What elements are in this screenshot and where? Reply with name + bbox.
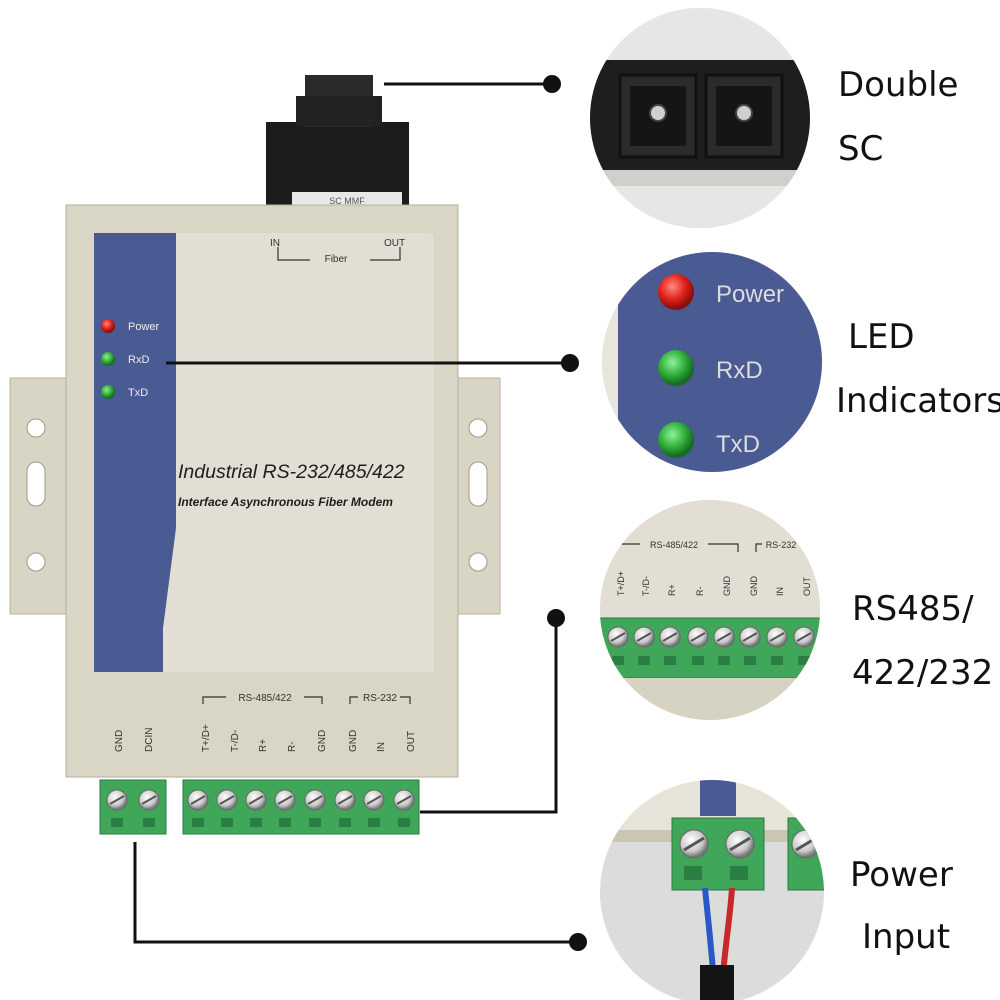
caption-led-line2: Indicators — [836, 381, 1000, 421]
caption-double-sc-line1: Double — [838, 65, 959, 105]
fiber-modem-device: SC MMF IN OUT Fiber Power RxD TxD Indust… — [9, 75, 501, 835]
caption-rs-line2: 422/232 — [852, 653, 994, 693]
device-subtitle: Interface Asynchronous Fiber Modem — [178, 495, 393, 509]
pin-label-tplus: T+/D+ — [201, 724, 212, 752]
rs485-group-label: RS-485/422 — [238, 693, 292, 704]
zoom-rs485-label: RS-485/422 — [650, 540, 698, 550]
zoom-power-label: Power — [716, 281, 784, 308]
zoom-rxd-label: RxD — [716, 357, 763, 384]
pin-label-dcin: DCIN — [144, 728, 155, 752]
caption-led-line1: LED — [848, 317, 915, 357]
fiber-in-label: IN — [270, 238, 280, 249]
leader-dot-led — [561, 354, 579, 372]
led-indicators: Power RxD TxD — [101, 319, 160, 399]
power-led — [101, 319, 115, 333]
zoom-pin-tminus: T-/D- — [641, 576, 651, 596]
signal-terminal-block — [182, 779, 420, 835]
txd-led — [101, 385, 115, 399]
rxd-led — [101, 352, 115, 366]
leader-line-power — [133, 842, 578, 944]
mounting-flange-right — [457, 377, 501, 615]
zoom-pin-gnd-1: GND — [722, 576, 732, 597]
leader-dot-rs — [547, 609, 565, 627]
pin-label-rplus: R+ — [258, 739, 269, 752]
leader-dot-double-sc — [543, 75, 561, 93]
txd-led-label: TxD — [128, 387, 148, 399]
fiber-sticker-text: SC MMF — [329, 196, 365, 206]
caption-power-line1: Power — [850, 855, 953, 895]
zoom-circle-power-input — [600, 780, 824, 1000]
sc-fiber-connector: SC MMF — [266, 75, 409, 208]
zoom-rxd-led — [658, 350, 694, 386]
caption-double-sc-line2: SC — [838, 129, 884, 169]
fiber-out-label: OUT — [384, 238, 405, 249]
power-terminal-block — [99, 779, 167, 835]
leader-line-rs — [420, 618, 558, 814]
zoom-power-led — [658, 274, 694, 310]
zoom-pin-out: OUT — [802, 577, 812, 597]
leader-lines — [133, 82, 578, 944]
zoom-rs232-label: RS-232 — [766, 540, 797, 550]
pin-label-gnd-power: GND — [114, 730, 125, 752]
leader-dots — [543, 75, 587, 951]
pin-labels: GND DCIN T+/D+ T-/D- R+ R- GND GND IN OU… — [114, 724, 417, 752]
zoom-circle-rs-terminals: RS-485/422 RS-232 T+/D+ T-/D- R+ R- GND … — [600, 500, 820, 720]
power-led-label: Power — [128, 321, 160, 333]
zoom-circle-led: Power RxD TxD — [602, 252, 822, 472]
pin-label-gnd-1: GND — [317, 730, 328, 752]
pin-label-tminus: T-/D- — [230, 730, 241, 752]
pin-label-out: OUT — [406, 731, 417, 752]
zoom-pin-in: IN — [775, 587, 785, 596]
panel-blue-stripe — [94, 233, 176, 672]
fiber-label: Fiber — [325, 254, 348, 265]
device-title: Industrial RS-232/485/422 — [178, 461, 405, 483]
fiber-label-group: IN OUT Fiber — [270, 238, 405, 265]
rxd-led-label: RxD — [128, 354, 149, 366]
pin-label-in: IN — [376, 742, 387, 752]
front-panel — [94, 233, 434, 672]
caption-rs-line1: RS485/ — [852, 589, 974, 629]
pin-label-rminus: R- — [287, 741, 298, 752]
mounting-flange-left — [9, 377, 69, 615]
zoom-txd-led — [658, 422, 694, 458]
zoom-pin-gnd-2: GND — [749, 576, 759, 597]
zoom-pin-tplus: T+/D+ — [616, 571, 626, 596]
zoom-txd-label: TxD — [716, 431, 760, 458]
caption-power-line2: Input — [862, 917, 951, 957]
rs232-group-label: RS-232 — [363, 693, 397, 704]
terminal-group-labels: RS-485/422 RS-232 — [202, 693, 411, 704]
leader-dot-power — [569, 933, 587, 951]
zoom-pin-rminus: R- — [695, 587, 705, 597]
zoom-pin-rplus: R+ — [667, 584, 677, 596]
pin-label-gnd-2: GND — [348, 730, 359, 752]
zoom-circle-double-sc — [590, 8, 810, 228]
